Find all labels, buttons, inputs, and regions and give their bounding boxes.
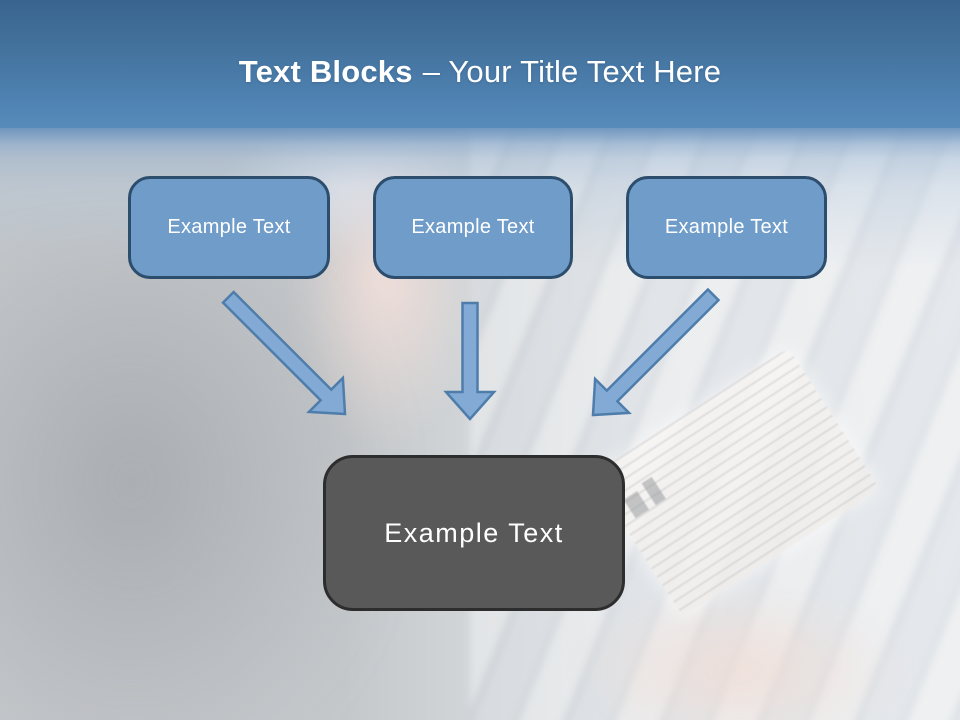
page-title[interactable]: Text Blocks – Your Title Text Here (0, 54, 960, 90)
arrow-down-right[interactable] (211, 280, 362, 431)
header-fade (0, 128, 960, 158)
text-block-2-label: Example Text (411, 216, 535, 238)
text-block-1-label: Example Text (167, 216, 291, 238)
background-person-hands (580, 590, 900, 720)
text-block-1[interactable]: Example Text (128, 176, 330, 279)
arrow-down-left[interactable] (576, 278, 730, 432)
text-block-2[interactable]: Example Text (373, 176, 573, 279)
result-block[interactable]: Example Text (323, 455, 625, 611)
text-block-3-label: Example Text (664, 216, 789, 238)
text-block-3[interactable]: Example Text (626, 176, 827, 279)
arrow-down[interactable] (443, 301, 497, 421)
header-band (0, 0, 960, 128)
title-bold-text: Text Blocks (238, 54, 413, 89)
title-regular-text: – Your Title Text Here (422, 54, 722, 89)
result-block-label: Example Text (384, 517, 564, 548)
